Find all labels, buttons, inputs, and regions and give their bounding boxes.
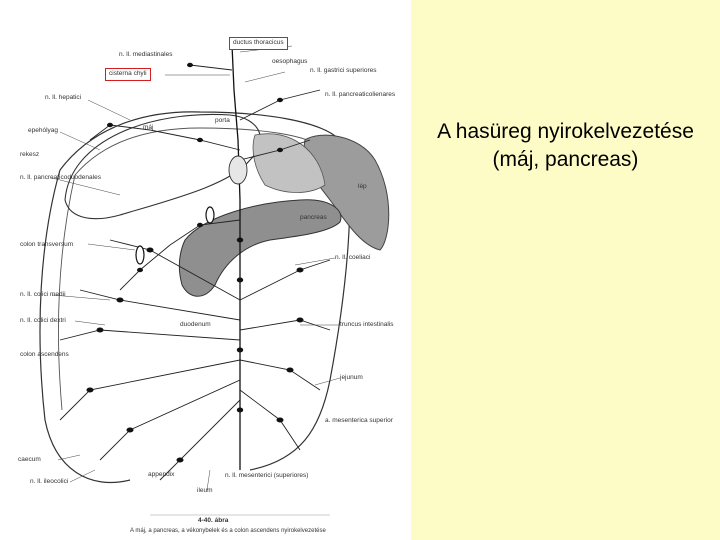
- label-caecum: caecum: [18, 456, 41, 463]
- label-a-mesenterica-superior: a. mesenterica superior: [325, 417, 393, 424]
- pancreas-shape: [178, 199, 342, 297]
- cisterna-chyli-shape: [228, 155, 248, 185]
- label-appendix: appendix: [148, 471, 175, 478]
- label-colici-dextri: n. ll. colici dextri: [20, 317, 66, 324]
- slide-title: A hasüreg nyirokelvezetése (máj, pancrea…: [437, 120, 694, 171]
- label-ductus-thoracicus: ductus thoracicus: [229, 37, 288, 50]
- label-colon-transversum: colon transversum: [20, 241, 74, 248]
- label-pancreaticolienares: n. ll. pancreaticolienares: [325, 91, 396, 98]
- lymph-nodes: [86, 62, 304, 463]
- label-coeliaci: n. ll. coeliaci: [335, 254, 371, 261]
- figure-caption: A máj, a pancreas, a vékonybelek és a co…: [130, 528, 326, 534]
- label-jejunum: jejunum: [340, 374, 363, 381]
- label-epeholyag: epehólyag: [28, 127, 58, 134]
- label-rekesz: rekesz: [20, 151, 40, 158]
- label-colici-medii: n. ll. colici medii: [20, 291, 66, 298]
- leader-lines: [51, 45, 341, 491]
- label-pancreaticoduodenales: n. ll. pancreaticoduodenales: [20, 174, 101, 181]
- figure-number: 4-40. ábra: [198, 517, 229, 524]
- label-ileum: ileum: [197, 487, 213, 494]
- label-pancreas: pancreas: [300, 214, 327, 221]
- anatomy-figure: ductus thoracicus n. ll. mediastinales c…: [18, 37, 396, 534]
- label-ileocolici: n. ll. ileocolici: [30, 478, 69, 485]
- label-gastrici-superiores: n. ll. gastrici superiores: [310, 67, 377, 74]
- label-colon-ascendens: colon ascendens: [20, 351, 69, 358]
- title-panel: A hasüreg nyirokelvezetése (máj, pancrea…: [411, 0, 720, 540]
- thoracic-duct: [231, 44, 241, 470]
- label-mediastinales: n. ll. mediastinales: [119, 51, 173, 58]
- stomach: [252, 133, 326, 193]
- label-porta: porta: [215, 117, 230, 124]
- label-lep: lép: [358, 183, 367, 190]
- label-maj: máj: [143, 124, 154, 131]
- label-cisterna-chyli: cisterna chyli: [105, 68, 151, 81]
- label-oesophagus: oesophagus: [272, 58, 308, 65]
- lymph-drainage-diagram: [39, 44, 390, 516]
- label-hepatici: n. ll. hepatici: [45, 94, 82, 101]
- label-truncus-intestinalis: truncus intestinalis: [340, 321, 394, 328]
- label-duodenum: duodenum: [180, 321, 211, 328]
- colon-inner: [58, 127, 326, 411]
- label-mesenterici-superiores: n. ll. mesenterici (superiores): [225, 472, 309, 479]
